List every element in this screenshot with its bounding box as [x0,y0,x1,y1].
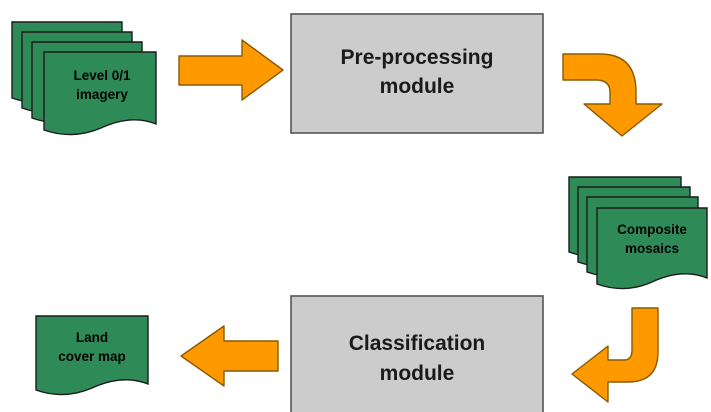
preprocessing-label-line2: module [380,75,455,98]
composite-doc-front [596,207,708,290]
preprocessing-module: Pre-processing module [290,13,544,134]
preprocessing-label-line1: Pre-processing [341,46,494,69]
land-cover-map-doc: Land cover map [35,315,149,396]
arrow-curve-left-to-classification [571,307,659,403]
classification-module: Classification module [290,295,544,412]
land-cover-label-line2: cover map [58,349,126,364]
composite-label-line1: Composite [617,222,687,237]
imagery-label-line1: Level 0/1 [73,68,131,83]
land-cover-label-line1: Land [76,330,108,345]
preprocessing-box [290,13,544,134]
level01-imagery-stack: Level 0/1 imagery [11,21,157,136]
arrow-curve-down-to-composite [562,53,663,137]
classification-label-line1: Classification [349,332,486,355]
imagery-doc-front [43,51,157,136]
classification-label-line2: module [380,362,455,385]
arrow-right-to-preprocessing [178,39,284,101]
land-cover-doc [35,315,149,396]
composite-label-line2: mosaics [625,241,679,256]
composite-mosaics-stack: Composite mosaics [568,176,708,290]
arrow-left-to-land-cover [180,325,279,387]
classification-box [290,295,544,412]
imagery-label-line2: imagery [76,87,128,102]
